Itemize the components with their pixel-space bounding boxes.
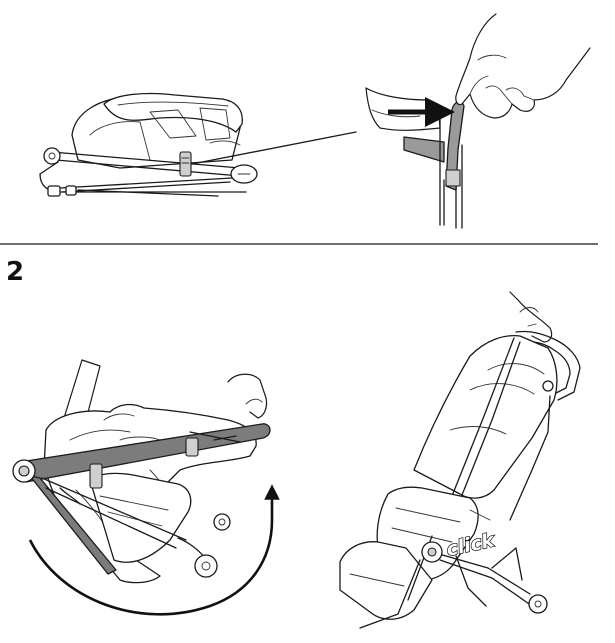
step-2-unfolded-stroller — [339, 291, 581, 629]
step-2-unfolding-stroller — [12, 359, 280, 616]
step-1-latch-detail — [365, 13, 591, 229]
curved-arrow-icon — [28, 484, 280, 616]
step-1-folded-stroller — [39, 92, 357, 197]
step-2-number: 2 — [6, 257, 24, 287]
